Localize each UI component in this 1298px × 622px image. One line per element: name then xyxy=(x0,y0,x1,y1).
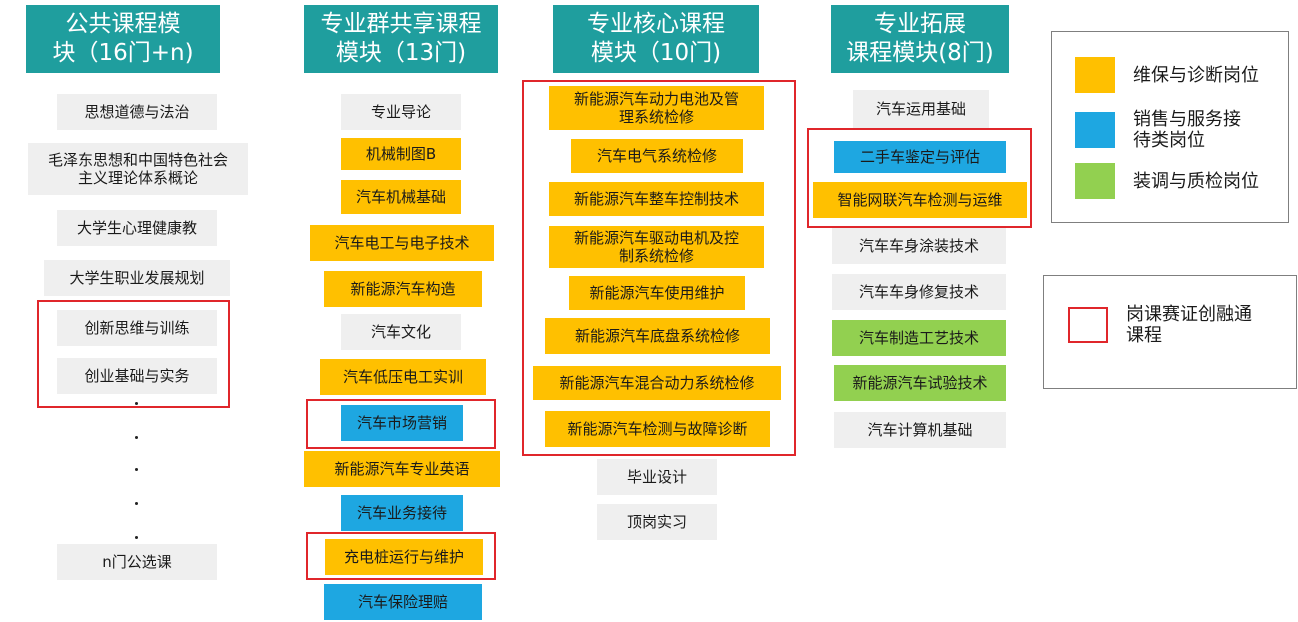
course-box: 新能源汽车动力电池及管 理系统检修 xyxy=(549,86,764,130)
course-box: 新能源汽车底盘系统检修 xyxy=(545,318,770,354)
course-box: 新能源汽车试验技术 xyxy=(834,365,1006,401)
ellipsis-dot xyxy=(135,468,138,471)
column-header-core: 专业核心课程 模块（10门) xyxy=(553,5,759,73)
course-box: 新能源汽车驱动电机及控 制系统检修 xyxy=(549,226,764,268)
course-box: 汽车车身修复技术 xyxy=(832,274,1006,310)
marker-legend-item: 岗课赛证创融通 课程 xyxy=(1068,304,1252,346)
ellipsis-dot xyxy=(135,536,138,539)
integration-highlight xyxy=(306,532,496,580)
red-frame-marker xyxy=(1068,307,1108,343)
course-box: 汽车电气系统检修 xyxy=(571,139,743,173)
legend-item: 维保与诊断岗位 xyxy=(1075,57,1259,93)
course-box: 思想道德与法治 xyxy=(57,94,217,130)
legend-item: 销售与服务接 待类岗位 xyxy=(1075,109,1241,151)
course-box: 新能源汽车整车控制技术 xyxy=(549,182,764,216)
legend-label: 装调与质检岗位 xyxy=(1133,170,1259,192)
legend-swatch xyxy=(1075,112,1115,148)
course-box: 毛泽东思想和中国特色社会 主义理论体系概论 xyxy=(28,143,248,195)
course-box: 二手车鉴定与评估 xyxy=(834,141,1006,173)
course-box: 汽车机械基础 xyxy=(341,180,461,214)
course-box: 汽车业务接待 xyxy=(341,495,463,531)
course-box: 汽车文化 xyxy=(341,314,461,350)
legend-item: 装调与质检岗位 xyxy=(1075,163,1259,199)
course-box: 顶岗实习 xyxy=(597,504,717,540)
course-box: 新能源汽车检测与故障诊断 xyxy=(545,411,770,447)
course-box: 汽车车身涂装技术 xyxy=(832,228,1006,264)
legend-label: 销售与服务接 待类岗位 xyxy=(1133,109,1241,151)
course-box: 汽车计算机基础 xyxy=(834,412,1006,448)
course-box: 汽车制造工艺技术 xyxy=(832,320,1006,356)
ellipsis-dot xyxy=(135,402,138,405)
course-box: 汽车保险理赔 xyxy=(324,584,482,620)
course-box: 大学生职业发展规划 xyxy=(44,260,230,296)
course-box: n门公选课 xyxy=(57,544,217,580)
course-box: 汽车市场营销 xyxy=(341,405,463,441)
course-box: 新能源汽车混合动力系统检修 xyxy=(533,366,781,400)
course-box: 新能源汽车专业英语 xyxy=(304,451,500,487)
course-box: 新能源汽车构造 xyxy=(324,271,482,307)
legend-swatch xyxy=(1075,57,1115,93)
column-header-shared: 专业群共享课程 模块（13门) xyxy=(304,5,498,73)
ellipsis-dot xyxy=(135,502,138,505)
course-box: 创业基础与实务 xyxy=(57,358,217,394)
column-header-public: 公共课程模 块（16门+n) xyxy=(26,5,220,73)
course-box: 新能源汽车使用维护 xyxy=(569,276,745,310)
course-box: 汽车电工与电子技术 xyxy=(310,225,494,261)
legend-swatch xyxy=(1075,163,1115,199)
course-box: 毕业设计 xyxy=(597,459,717,495)
course-box: 汽车运用基础 xyxy=(853,90,989,128)
course-box: 专业导论 xyxy=(341,94,461,130)
course-box: 汽车低压电工实训 xyxy=(320,359,486,395)
course-box: 充电桩运行与维护 xyxy=(325,539,483,575)
course-box: 机械制图B xyxy=(341,138,461,170)
course-box: 创新思维与训练 xyxy=(57,310,217,346)
marker-legend-label: 岗课赛证创融通 课程 xyxy=(1126,304,1252,346)
course-box: 大学生心理健康教 xyxy=(57,210,217,246)
integration-highlight xyxy=(37,300,230,408)
ellipsis-dot xyxy=(135,436,138,439)
integration-highlight xyxy=(807,128,1032,228)
integration-highlight xyxy=(522,80,796,456)
course-box: 智能网联汽车检测与运维 xyxy=(813,182,1027,218)
integration-highlight xyxy=(306,399,496,449)
legend-label: 维保与诊断岗位 xyxy=(1133,64,1259,86)
column-header-extended: 专业拓展 课程模块(8门) xyxy=(831,5,1009,73)
